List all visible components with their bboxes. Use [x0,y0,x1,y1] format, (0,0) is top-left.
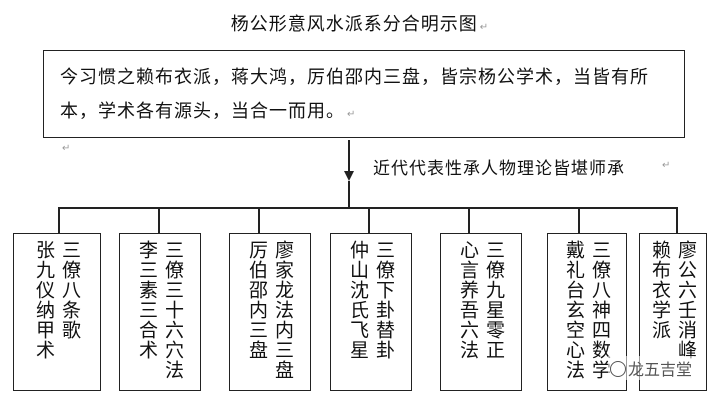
intro-line-1: 今习惯之赖布衣派，蒋大鸿，厉伯邵内三盘，皆宗杨公学术，当皆有所 [60,67,649,88]
connector-stub [258,207,260,233]
school-box: 三僚九星零正 心言养吾六法 [440,233,522,391]
school-box: 廖家龙法内三盘 厉伯邵内三盘 [229,233,311,391]
connector-trunk [348,140,350,174]
intro-box: 今习惯之赖布衣派，蒋大鸿，厉伯邵内三盘，皆宗杨公学术，当皆有所 本，学术各有源头… [43,50,685,138]
branch-label: 近代代表性承人物理论皆堪师承 [373,159,625,179]
school-box: 三僚八条歌 张九仪纳甲术 [13,233,101,391]
school-box: 三僚八神四数学 戴礼台玄空心法 [547,233,627,391]
school-side: 心言养吾六法 [457,240,479,360]
intro-line-2: 本，学术各有源头，当合一而用。↵ [60,101,357,122]
school-side: 李三素三合术 [136,240,158,360]
diagram-title: 杨公形意风水派系分合明示图↵ [230,14,490,35]
connector-trunk-lower [348,181,350,208]
arrow-down-icon [344,171,354,181]
school-box: 廖公六壬消峰 赖布衣学派 [639,233,707,391]
logo-icon [610,361,626,377]
school-main: 廖公六壬消峰 [675,240,697,360]
connector-stub [158,207,160,233]
school-main: 三僚九星零正 [483,240,505,360]
connector-stub [578,207,580,233]
school-side: 仲山沈氏飞星 [347,240,369,360]
school-main: 三僚三十六穴法 [162,240,184,380]
school-main: 三僚下卦替卦 [373,240,395,360]
school-box: 三僚下卦替卦 仲山沈氏飞星 [330,233,412,391]
connector-stub [468,207,470,233]
connector-stub [58,207,60,233]
school-main: 廖家龙法内三盘 [272,240,294,380]
paragraph-mark: ↵ [662,160,671,171]
connector-stub [676,207,678,233]
school-box: 三僚三十六穴法 李三素三合术 [119,233,201,391]
connector-stub [368,207,370,233]
school-side: 赖布衣学派 [649,240,671,340]
school-main: 三僚八神四数学 [589,240,611,380]
paragraph-mark: ↵ [62,143,71,154]
watermark: 龙五吉堂 [608,356,695,380]
school-main: 三僚八条歌 [59,240,81,340]
school-side: 戴礼台玄空心法 [563,240,585,380]
school-side: 厉伯邵内三盘 [246,240,268,360]
school-side: 张九仪纳甲术 [33,240,55,360]
